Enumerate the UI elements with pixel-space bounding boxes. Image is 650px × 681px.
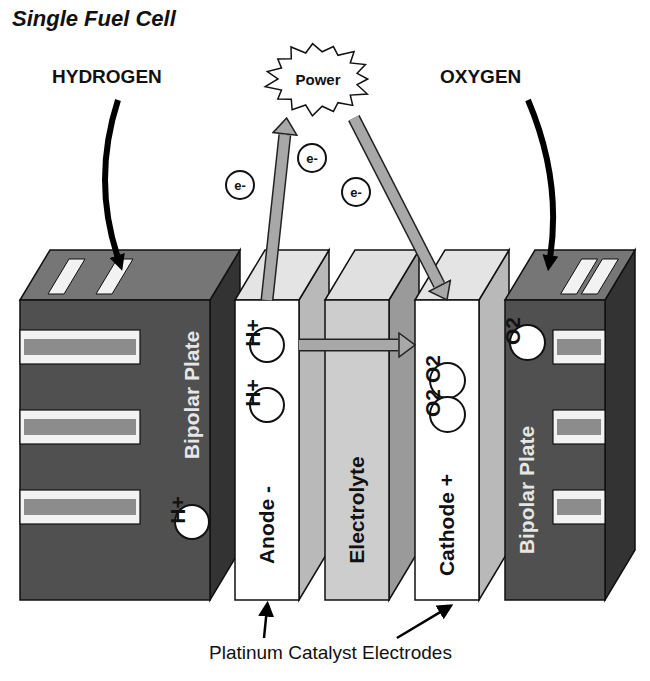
slab-top (235, 250, 329, 300)
diagram-title: Single Fuel Cell (12, 6, 176, 32)
slab-bipolar-plate (505, 250, 635, 600)
node-text: Electrolyte (345, 456, 369, 563)
power-starburst: Power (262, 40, 374, 118)
slab-front (415, 300, 479, 600)
flow-channel (20, 490, 140, 524)
electrolyte-layer: Electrolyte (325, 300, 389, 600)
flow-channel (20, 410, 140, 444)
flow-arrow (267, 135, 285, 300)
channel-opening (581, 259, 618, 294)
oxygen-inlet-arrow (528, 100, 553, 258)
slab-front (235, 300, 299, 600)
arrow-body (299, 340, 398, 350)
channel-opening (96, 259, 133, 294)
slab-bipolar-plate (20, 250, 240, 600)
particle-circle: H+ (249, 387, 285, 423)
hydrogen-inlet-arrow (105, 100, 118, 258)
node-text: e- (306, 151, 318, 166)
gas-label: HYDROGEN (52, 66, 162, 88)
node-text: O2 (501, 316, 525, 344)
particle-circle: e- (297, 143, 327, 173)
starburst-shape (265, 44, 368, 116)
bipolar-plate: Bipolar PlateH+ (20, 300, 210, 600)
slab-electrode-layer (415, 250, 509, 600)
node-text: e- (234, 178, 246, 193)
flow-channel-groove (557, 499, 601, 515)
slab-front (505, 300, 605, 600)
node-text: Cathode + (435, 474, 459, 576)
leader-arrow (397, 611, 442, 638)
particle-circle: e- (341, 177, 371, 207)
arrow-outline (299, 339, 398, 352)
node-text: H+ (166, 496, 190, 523)
slab-top (325, 250, 419, 300)
arrow-outline (267, 135, 285, 300)
node-text: Bipolar Plate (180, 331, 204, 459)
particle-circle: e- (225, 170, 255, 200)
flow-channel-groove (557, 419, 601, 435)
particle-circle: O2 (509, 324, 546, 361)
arrow-body (267, 135, 285, 300)
node-text: e- (350, 185, 362, 200)
gas-label: OXYGEN (440, 66, 521, 88)
flow-channel-groove (24, 339, 136, 355)
particle-circle: H+ (249, 327, 285, 363)
node-text: Anode - (255, 486, 279, 564)
slab-electrode-layer (235, 250, 329, 600)
electrode-layer: Cathode +O2O2 (415, 300, 479, 600)
electrode-layer: Anode -H+H+ (235, 300, 299, 600)
electrode-label: Platinum Catalyst Electrodes (209, 642, 452, 664)
flow-arrow (299, 345, 398, 346)
flow-channel (553, 410, 605, 444)
slab-side (605, 250, 635, 600)
node-text: O2 (421, 388, 445, 416)
leader-arrow (264, 614, 266, 638)
node-text: Bipolar Plate (515, 426, 539, 554)
slab-front (20, 300, 210, 600)
flow-channel-groove (24, 419, 136, 435)
bipolar-plate: Bipolar Plate O2 (505, 300, 605, 600)
node-text: O2 (421, 354, 445, 382)
flow-channel (20, 330, 140, 364)
slab-top (505, 250, 635, 300)
flow-channel-groove (24, 499, 136, 515)
flow-channel (553, 490, 605, 524)
node-text: Power (295, 71, 340, 88)
particle-circle: O2 (429, 396, 466, 433)
channel-opening (48, 259, 85, 294)
flow-channel (553, 330, 605, 364)
slab-electrolyte-layer (325, 250, 419, 600)
slab-top (20, 250, 240, 300)
flow-channel-groove (557, 339, 601, 355)
particle-circle: H+ (174, 504, 210, 540)
node-text: H+ (241, 379, 265, 406)
leader-lines (264, 611, 442, 638)
node-text: H+ (241, 319, 265, 346)
